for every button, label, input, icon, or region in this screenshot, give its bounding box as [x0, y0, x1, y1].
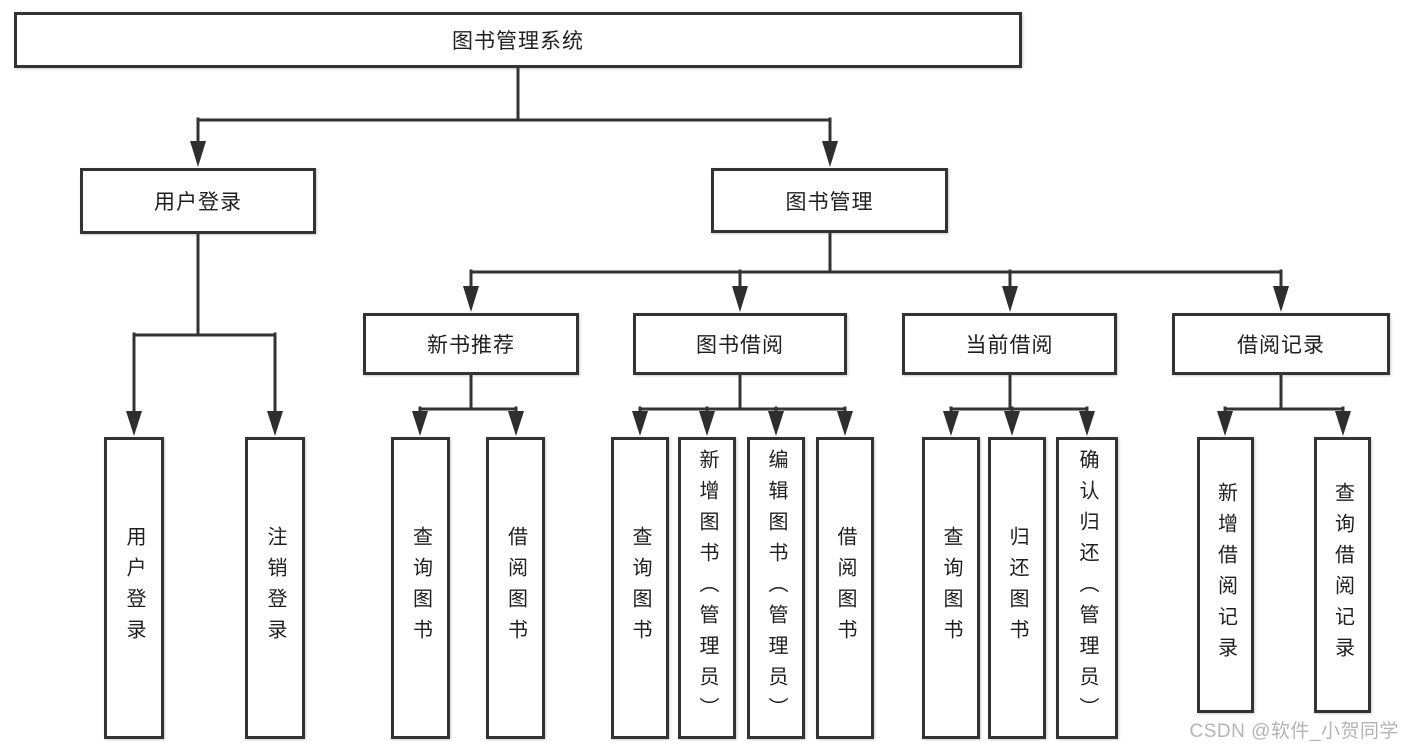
node-leaf-user-login-label: 用户登录	[123, 526, 145, 650]
node-leaf-borrow-books-recommend: 借阅图书	[486, 437, 545, 739]
node-leaf-confirm-return-admin-label: 确认归还（管理员）	[1076, 448, 1098, 728]
node-user-login: 用户登录	[80, 168, 316, 234]
node-current-borrow: 当前借阅	[902, 313, 1117, 375]
node-leaf-borrow-books: 借阅图书	[816, 437, 874, 739]
node-root: 图书管理系统	[14, 12, 1022, 68]
node-leaf-add-book-admin: 新增图书（管理员）	[678, 437, 736, 739]
node-leaf-logout: 注销登录	[245, 437, 305, 739]
node-book-management: 图书管理	[711, 168, 948, 233]
node-leaf-query-borrow-record-label: 查询借阅记录	[1331, 482, 1354, 668]
node-new-book-recommend: 新书推荐	[363, 313, 579, 375]
node-leaf-user-login: 用户登录	[104, 437, 164, 739]
node-new-book-recommend-label: 新书推荐	[427, 334, 515, 357]
node-current-borrow-label: 当前借阅	[965, 334, 1054, 357]
node-leaf-add-book-admin-label: 新增图书（管理员）	[696, 448, 718, 728]
node-leaf-return-book: 归还图书	[988, 437, 1046, 739]
node-leaf-query-books-current: 查询图书	[922, 437, 980, 739]
node-book-borrow-label: 图书借阅	[696, 334, 784, 357]
node-leaf-query-books-recommend: 查询图书	[391, 437, 450, 739]
node-borrow-records: 借阅记录	[1172, 313, 1390, 375]
node-leaf-query-books-recommend-label: 查询图书	[409, 526, 432, 650]
node-leaf-borrow-books-recommend-label: 借阅图书	[504, 526, 527, 650]
node-leaf-query-borrow-record: 查询借阅记录	[1314, 437, 1371, 713]
node-leaf-query-books-current-label: 查询图书	[940, 526, 962, 650]
node-leaf-edit-book-admin-label: 编辑图书（管理员）	[765, 448, 787, 728]
watermark: CSDN @软件_小贺同学	[1189, 721, 1399, 742]
arrowheads	[126, 141, 1351, 436]
node-book-borrow: 图书借阅	[633, 313, 847, 375]
node-leaf-add-borrow-record-label: 新增借阅记录	[1214, 482, 1237, 668]
node-leaf-add-borrow-record: 新增借阅记录	[1197, 437, 1254, 713]
node-borrow-records-label: 借阅记录	[1237, 334, 1325, 357]
node-leaf-query-books-borrow: 查询图书	[611, 437, 669, 739]
node-leaf-return-book-label: 归还图书	[1006, 526, 1028, 650]
node-user-login-label: 用户登录	[154, 191, 242, 214]
node-leaf-confirm-return-admin: 确认归还（管理员）	[1056, 437, 1118, 739]
node-leaf-borrow-books-label: 借阅图书	[834, 526, 856, 650]
node-leaf-logout-label: 注销登录	[264, 526, 286, 650]
node-root-label: 图书管理系统	[452, 30, 584, 53]
node-leaf-edit-book-admin: 编辑图书（管理员）	[747, 437, 805, 739]
node-leaf-query-books-borrow-label: 查询图书	[629, 526, 651, 650]
node-book-management-label: 图书管理	[785, 190, 874, 214]
